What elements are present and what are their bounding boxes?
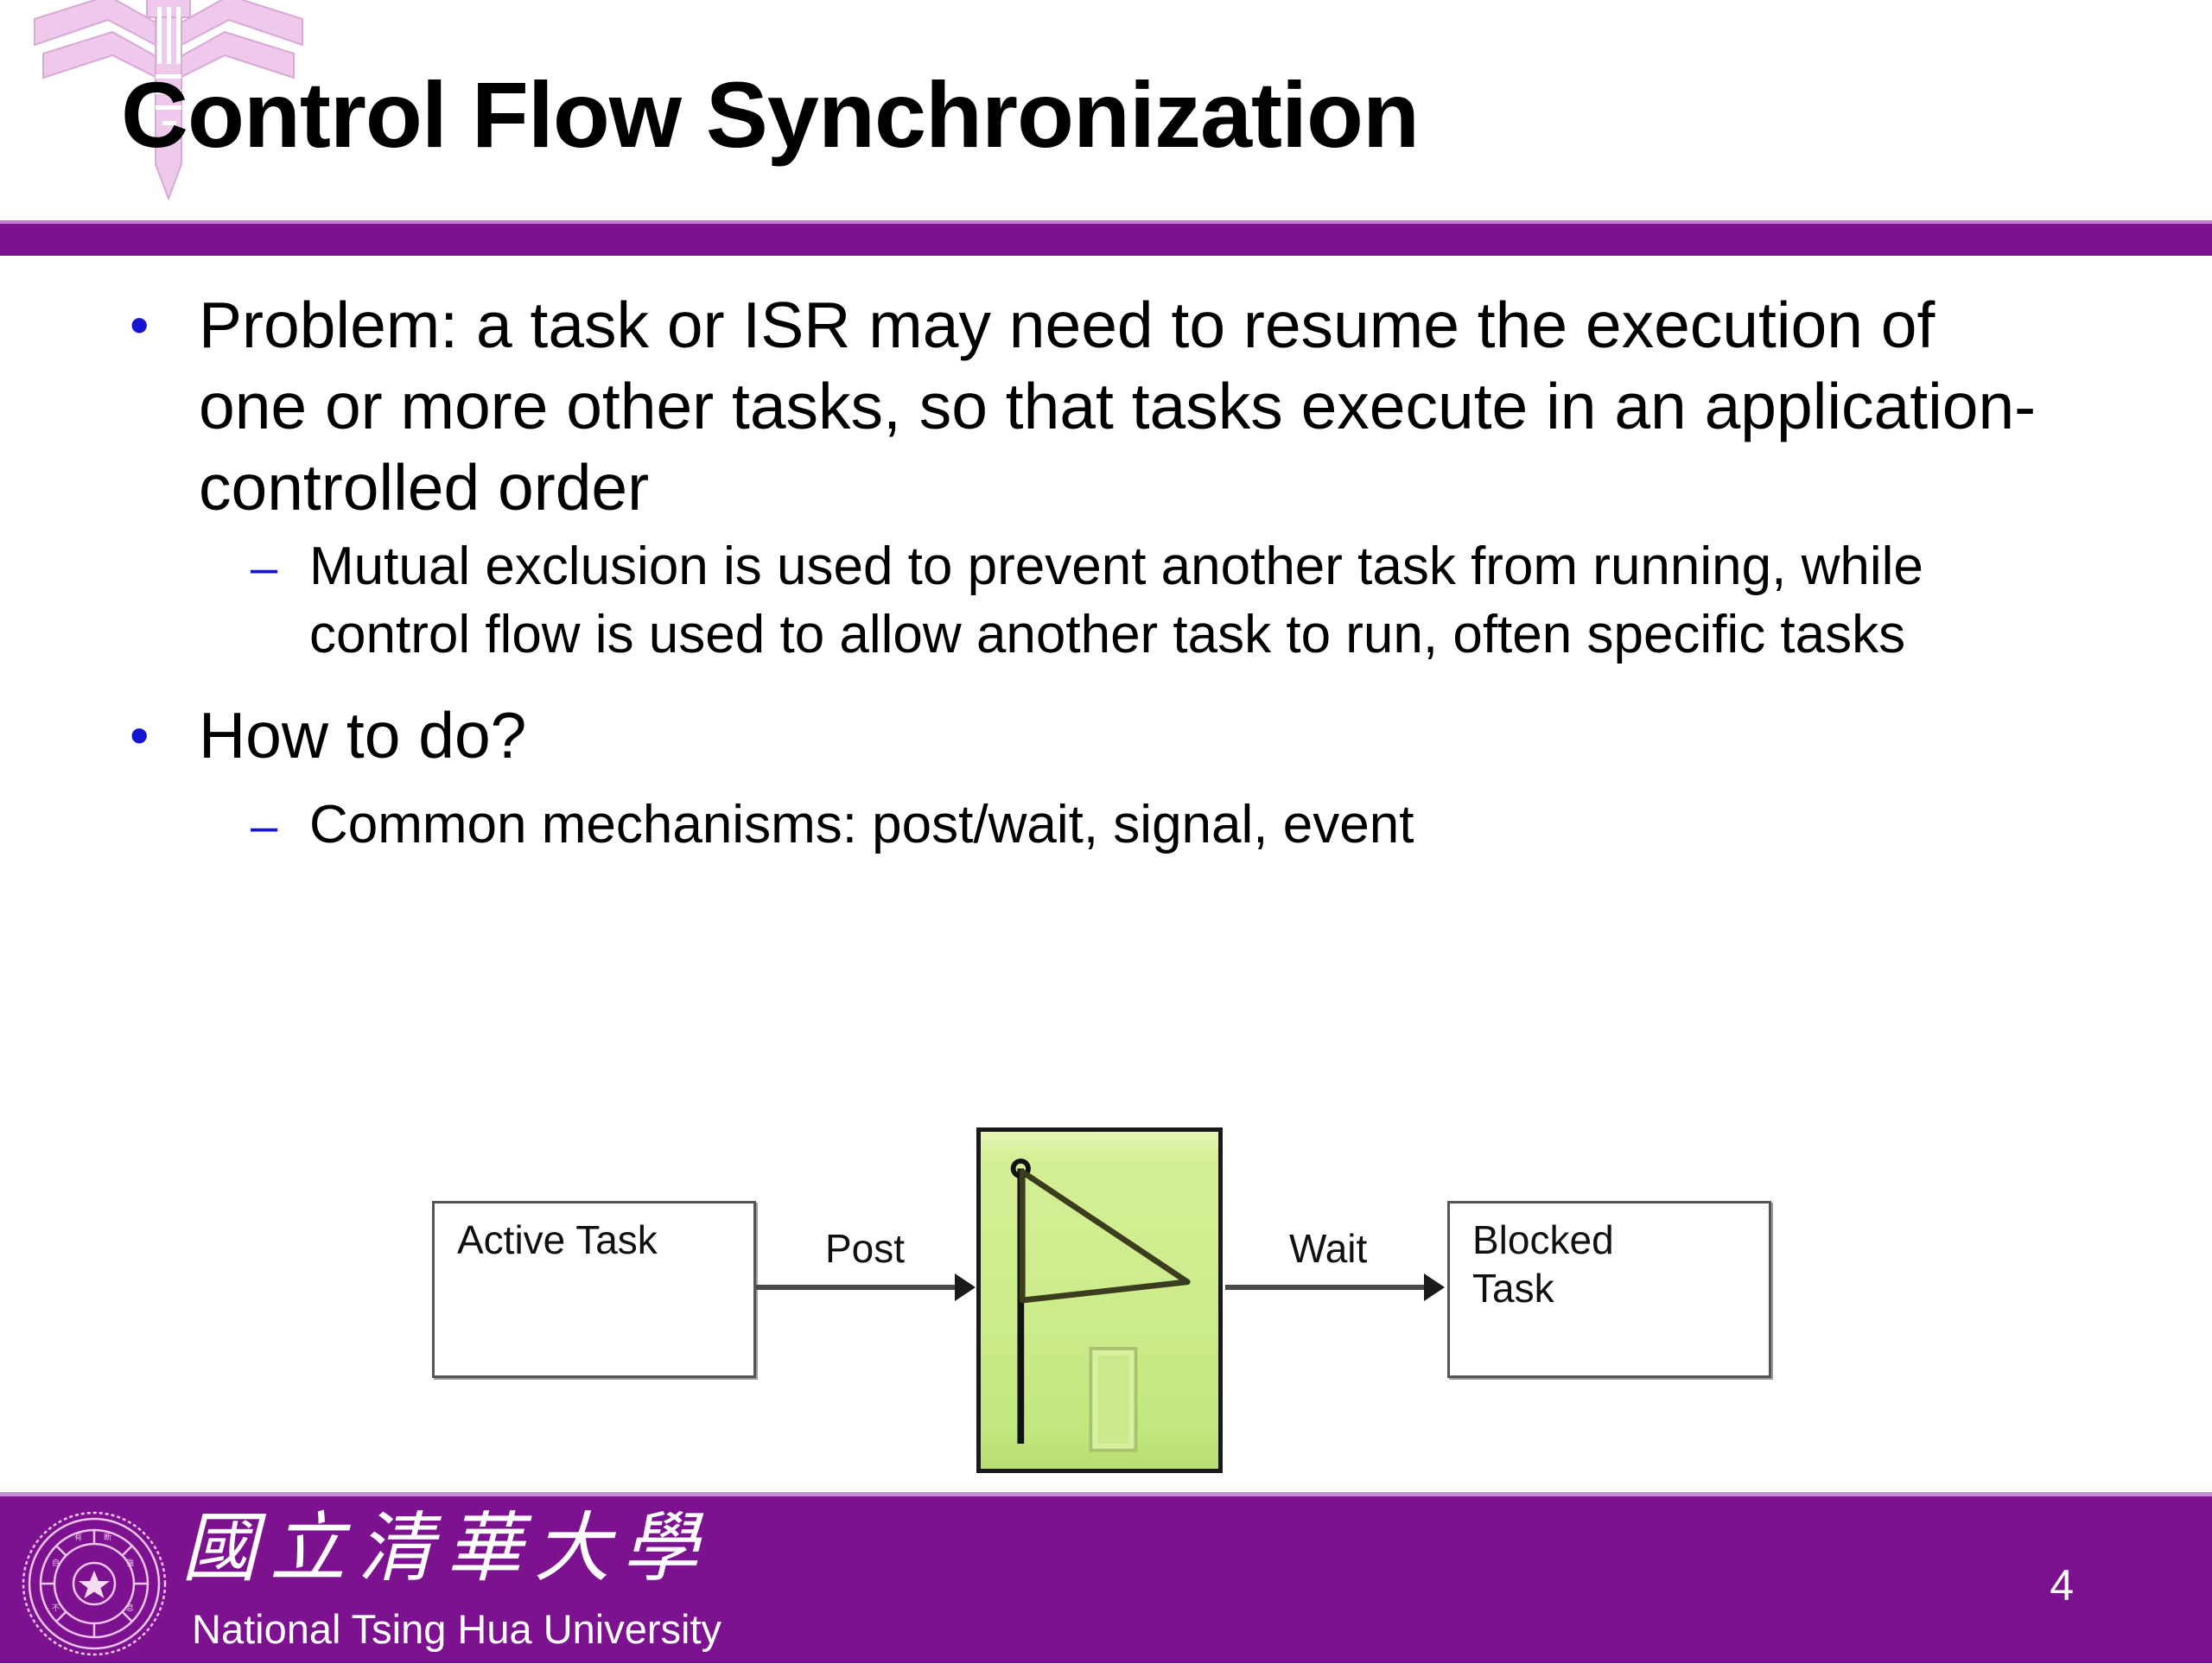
blocked-task-label: Blocked Task xyxy=(1472,1216,1614,1312)
svg-text:不: 不 xyxy=(52,1604,60,1612)
nthu-seal-icon: 有 断 自 強 不 息 xyxy=(19,1508,170,1660)
diagram-node-semaphore xyxy=(976,1127,1223,1473)
diagram-edge-label-post: Post xyxy=(825,1226,906,1271)
bullet-item-how-to-do: • How to do? xyxy=(0,695,2212,777)
dash-marker-icon: – xyxy=(251,798,278,854)
bullet-text: Problem: a task or ISR may need to resum… xyxy=(199,289,2037,524)
bullet-marker-icon: • xyxy=(130,294,149,356)
dash-marker-icon: – xyxy=(251,540,278,595)
active-task-label: Active Task xyxy=(457,1217,658,1262)
svg-text:断: 断 xyxy=(104,1532,111,1541)
svg-text:自: 自 xyxy=(52,1558,60,1567)
sub-bullet-text: Common mechanisms: post/wait, signal, ev… xyxy=(309,795,1414,855)
diagram-node-active-task: Active Task xyxy=(432,1201,756,1378)
svg-text:強: 強 xyxy=(126,1558,134,1567)
bullet-text: How to do? xyxy=(199,698,527,772)
diagram-node-blocked-task: Blocked Task xyxy=(1447,1201,1771,1378)
svg-text:有: 有 xyxy=(74,1532,82,1541)
semaphore-flag-icon xyxy=(1010,1158,1191,1452)
slide-title: Control Flow Synchronization xyxy=(121,62,1420,167)
header-divider-bar xyxy=(0,220,2212,256)
diagram-edge-label-wait: Wait xyxy=(1289,1226,1368,1271)
sub-bullet-text: Mutual exclusion is used to prevent anot… xyxy=(309,537,1923,664)
page-number: 4 xyxy=(2050,1561,2074,1610)
diagram-arrow-wait xyxy=(1225,1273,1445,1301)
diagram-arrow-post xyxy=(756,1273,976,1301)
sub-bullet-item-common-mechanisms: – Common mechanisms: post/wait, signal, … xyxy=(0,791,2212,860)
slide-footer: 有 断 自 強 不 息 國立清華大學 National Tsing Hua Un… xyxy=(0,1492,2212,1663)
sub-bullet-item-mutual-exclusion: – Mutual exclusion is used to prevent an… xyxy=(0,533,2212,669)
bullet-marker-icon: • xyxy=(130,703,149,766)
blocked-task-label-line1: Blocked xyxy=(1472,1217,1614,1262)
bullet-item-problem: • Problem: a task or ISR may need to res… xyxy=(0,285,2212,528)
slide-body: • Problem: a task or ISR may need to res… xyxy=(0,285,2212,860)
blocked-task-label-line2: Task xyxy=(1472,1266,1554,1312)
svg-text:息: 息 xyxy=(126,1603,134,1612)
university-name-english: National Tsing Hua University xyxy=(192,1606,722,1652)
university-name-chinese: 國立清華大學 xyxy=(181,1508,711,1591)
